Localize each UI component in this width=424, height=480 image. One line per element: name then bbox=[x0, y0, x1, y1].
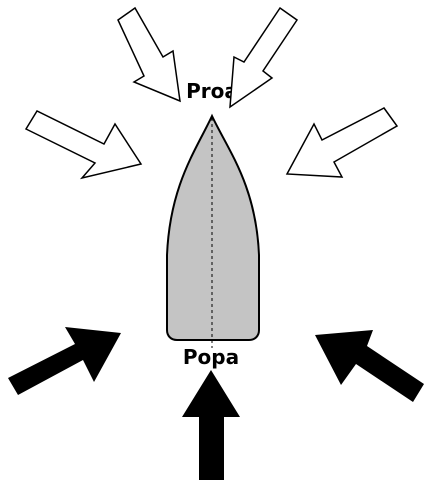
boat-hull bbox=[166, 113, 260, 341]
outline-arrow-icon-right bbox=[285, 107, 399, 178]
outline-arrow-icon-left bbox=[24, 110, 143, 180]
bow-label: Proa bbox=[186, 79, 238, 103]
solid-arrow-icon-bottom-left bbox=[8, 327, 121, 395]
solid-arrow-icon-bottom-center bbox=[182, 370, 240, 480]
outline-arrow-icon-top-left bbox=[117, 6, 181, 103]
outline-arrow-icon-top-right bbox=[229, 6, 299, 109]
solid-arrow-icon-bottom-right bbox=[315, 330, 424, 402]
stern-label: Popa bbox=[183, 345, 239, 369]
